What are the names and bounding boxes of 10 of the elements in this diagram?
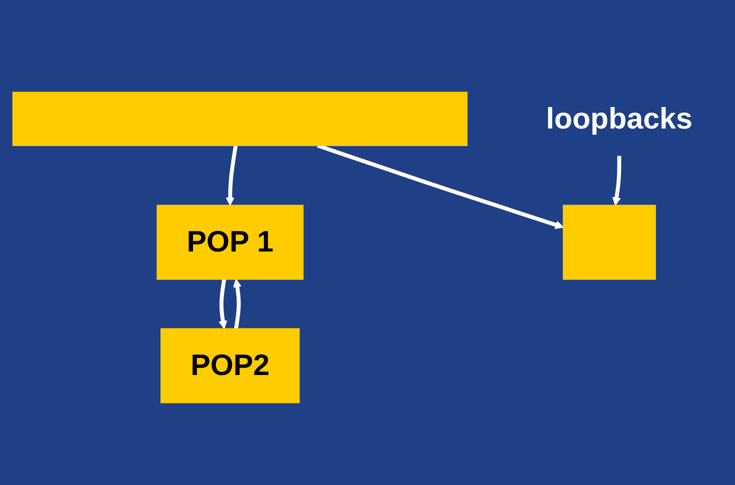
node-text: loopbacks <box>546 102 692 136</box>
arrow <box>612 156 622 206</box>
arrow <box>232 279 242 330</box>
arrow <box>218 279 228 330</box>
arrow <box>317 144 564 230</box>
node-box <box>562 204 656 280</box>
node-box: POP 1 <box>156 204 304 280</box>
node-bar <box>12 92 468 146</box>
arrow <box>226 145 238 206</box>
node-box: POP2 <box>160 328 300 404</box>
